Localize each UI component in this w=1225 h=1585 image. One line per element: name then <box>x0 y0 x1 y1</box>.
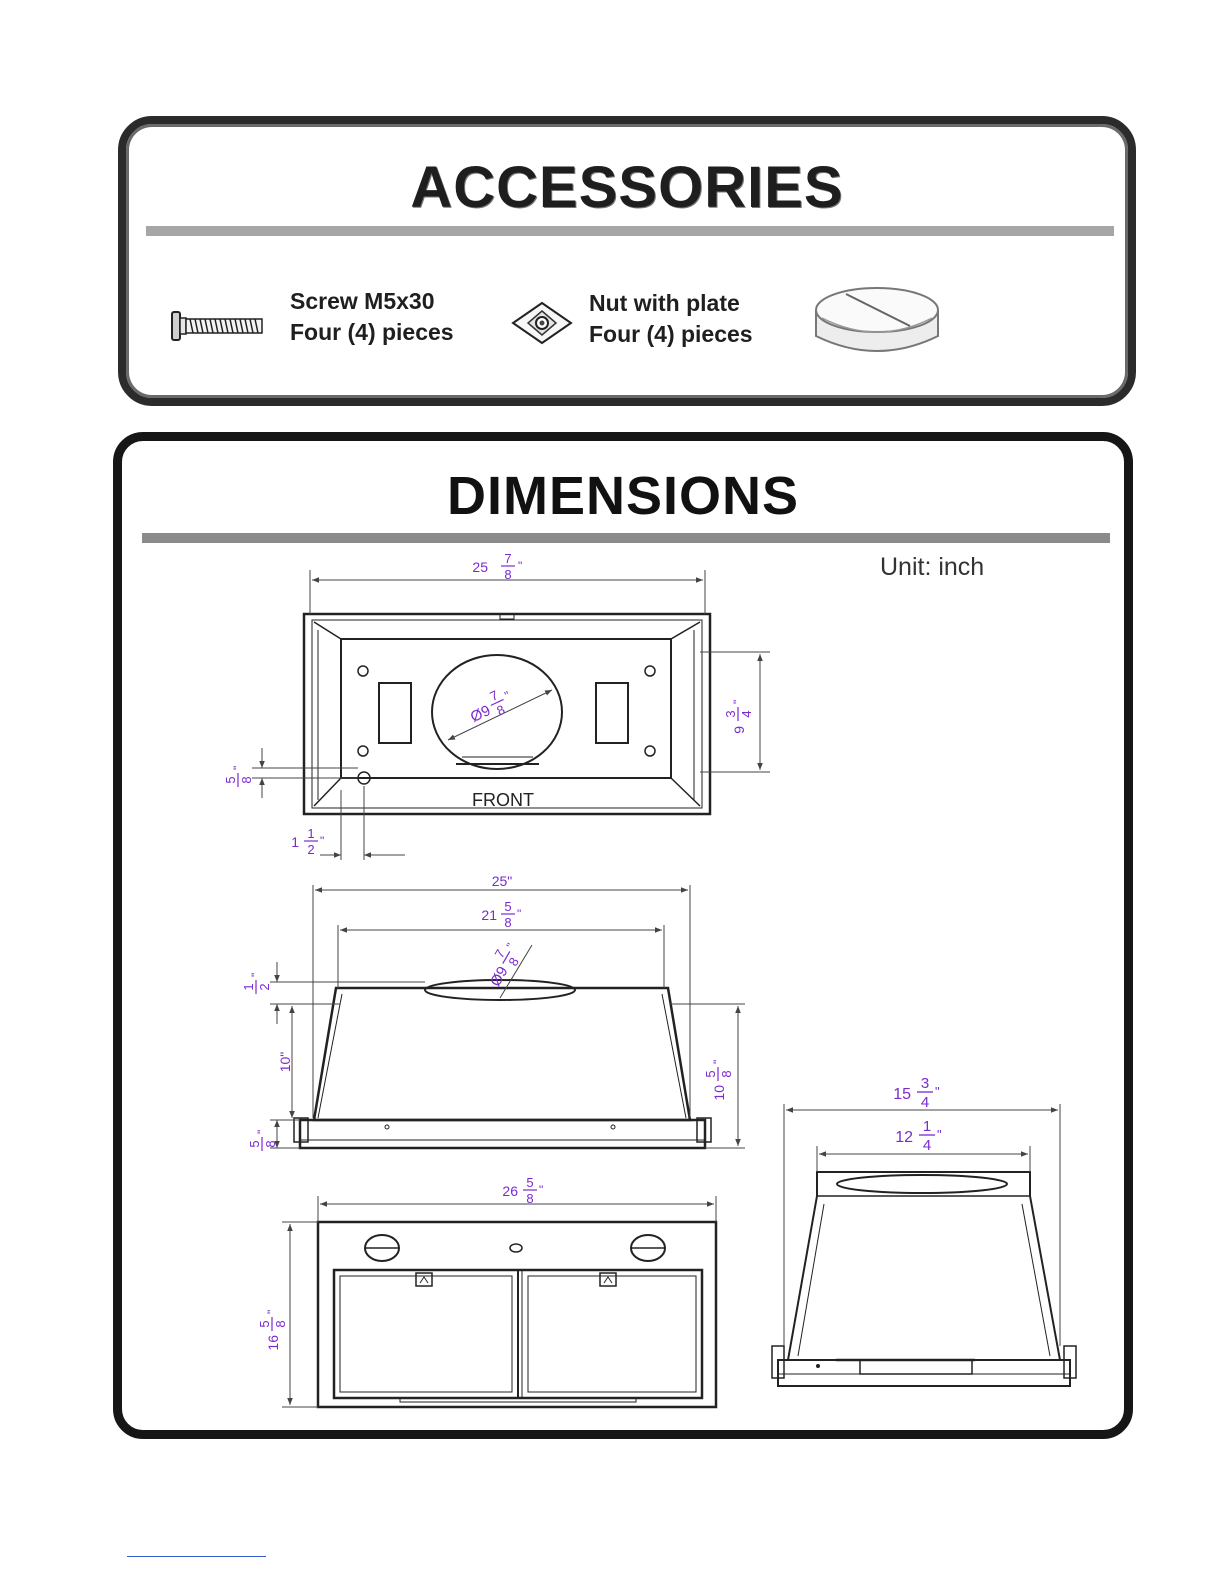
bottom-width-dimension: 26 5 8 " <box>502 1175 543 1206</box>
svg-text:": " <box>711 1060 725 1064</box>
svg-text:Ø9: Ø9 <box>468 702 493 726</box>
svg-text:15: 15 <box>893 1086 911 1103</box>
svg-text:4: 4 <box>739 710 754 717</box>
svg-text:": " <box>502 688 512 702</box>
svg-text:8: 8 <box>263 1140 278 1147</box>
svg-text:16: 16 <box>265 1335 281 1351</box>
svg-text:8: 8 <box>526 1191 533 1206</box>
top-duct-diameter-dimension: Ø9 7 8 " <box>464 683 517 730</box>
svg-text:": " <box>539 1183 543 1197</box>
top-view-drawing <box>304 614 710 814</box>
svg-text:5: 5 <box>526 1175 533 1190</box>
svg-text:8: 8 <box>239 776 254 783</box>
footer-link-rule <box>127 1556 266 1557</box>
svg-text:8: 8 <box>505 955 522 969</box>
bottom-depth-dimension: 16 5 8 " <box>257 1310 288 1351</box>
svg-text:": " <box>255 1130 269 1134</box>
svg-text:5: 5 <box>504 899 511 914</box>
svg-text:12: 12 <box>895 1129 913 1146</box>
svg-text:": " <box>731 700 745 704</box>
svg-text:21: 21 <box>481 907 497 923</box>
svg-text:8: 8 <box>273 1320 288 1327</box>
side-overall-depth-dimension: 15 3 4 " <box>893 1075 940 1111</box>
svg-text:": " <box>503 941 517 952</box>
svg-text:1: 1 <box>241 983 256 990</box>
svg-text:5: 5 <box>257 1320 272 1327</box>
front-view-drawing <box>294 980 711 1148</box>
svg-text:": " <box>265 1310 279 1314</box>
svg-text:4: 4 <box>921 1094 929 1111</box>
top-depth-dimension: 9 3 4 " <box>723 700 754 734</box>
front-body-height-label: 10" <box>277 1052 293 1073</box>
svg-text:": " <box>517 907 521 921</box>
side-view-drawing <box>772 1172 1076 1386</box>
svg-text:5: 5 <box>223 776 238 783</box>
svg-text:3: 3 <box>921 1075 929 1092</box>
bottom-view-dimension-lines <box>282 1196 716 1407</box>
front-collar-height-dimension: 1 2 " <box>241 973 272 994</box>
front-total-height-dimension: 10 5 8 " <box>703 1060 734 1101</box>
svg-text:5: 5 <box>703 1070 718 1077</box>
front-overall-width-label: 25" <box>492 873 513 889</box>
top-width-dimension: 25 7 8 " <box>472 551 522 582</box>
top-hole-x-dimension: 1 1 2 " <box>291 826 324 857</box>
svg-text:2: 2 <box>307 842 314 857</box>
svg-text:8: 8 <box>719 1070 734 1077</box>
front-flange-height-dimension: 5 8 " <box>247 1130 278 1151</box>
svg-text:1: 1 <box>291 834 299 850</box>
svg-text:7: 7 <box>504 551 511 566</box>
svg-text:1: 1 <box>923 1118 931 1135</box>
svg-text:8: 8 <box>504 915 511 930</box>
svg-text:": " <box>231 766 245 770</box>
svg-text:26: 26 <box>502 1183 518 1199</box>
svg-text:8: 8 <box>504 567 511 582</box>
svg-text:": " <box>935 1084 940 1099</box>
svg-text:4: 4 <box>923 1137 931 1154</box>
svg-text:3: 3 <box>723 710 738 717</box>
top-hole-offset-dimension: 5 8 " <box>223 766 254 787</box>
bottom-view-drawing <box>318 1222 716 1407</box>
svg-text:2: 2 <box>257 983 272 990</box>
svg-text:1: 1 <box>307 826 314 841</box>
svg-text:": " <box>518 559 522 573</box>
svg-text:10: 10 <box>711 1085 727 1101</box>
svg-text:5: 5 <box>247 1140 262 1147</box>
front-duct-diameter-dimension: Ø9 7 8 " <box>478 938 527 992</box>
front-label: FRONT <box>472 790 534 810</box>
side-top-depth-dimension: 12 1 4 " <box>895 1118 942 1154</box>
svg-text:8: 8 <box>494 702 507 719</box>
svg-text:": " <box>320 834 324 848</box>
svg-text:": " <box>249 973 263 977</box>
svg-text:9: 9 <box>731 726 747 734</box>
svg-text:25: 25 <box>472 559 488 575</box>
svg-text:": " <box>937 1127 942 1142</box>
front-inner-width-dimension: 21 5 8 " <box>481 899 521 930</box>
